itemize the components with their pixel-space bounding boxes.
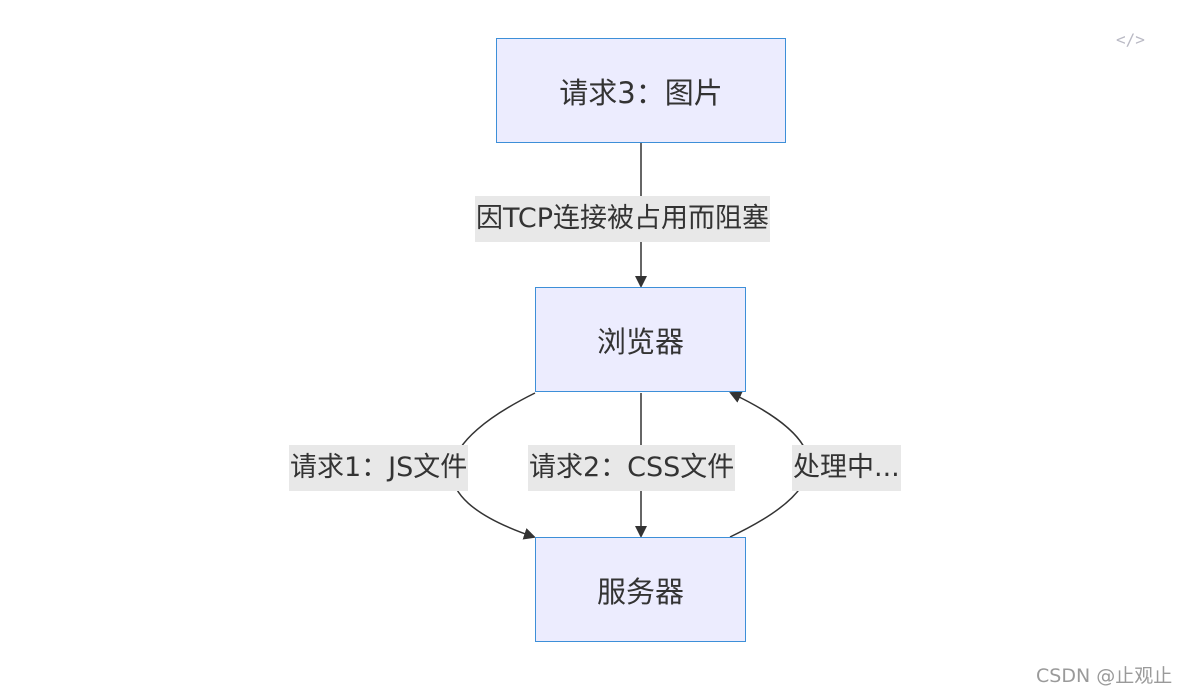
watermark-text: CSDN @止观止	[1036, 665, 1173, 687]
edge-label-processing: 处理中...	[792, 445, 901, 491]
node-request3-image: 请求3：图片	[496, 38, 786, 143]
node-browser-label: 浏览器	[596, 324, 684, 359]
code-icon[interactable]: </>	[1116, 30, 1145, 49]
edge-label-request1-js: 请求1：JS文件	[289, 445, 469, 491]
node-server: 服务器	[535, 537, 746, 642]
node-server-label: 服务器	[596, 574, 684, 609]
node-browser: 浏览器	[535, 287, 746, 392]
edge-label-request2-css: 请求2：CSS文件	[528, 445, 736, 491]
edge-label-blocked: 因TCP连接被占用而阻塞	[475, 196, 771, 242]
node-request3-image-label: 请求3：图片	[559, 75, 723, 110]
